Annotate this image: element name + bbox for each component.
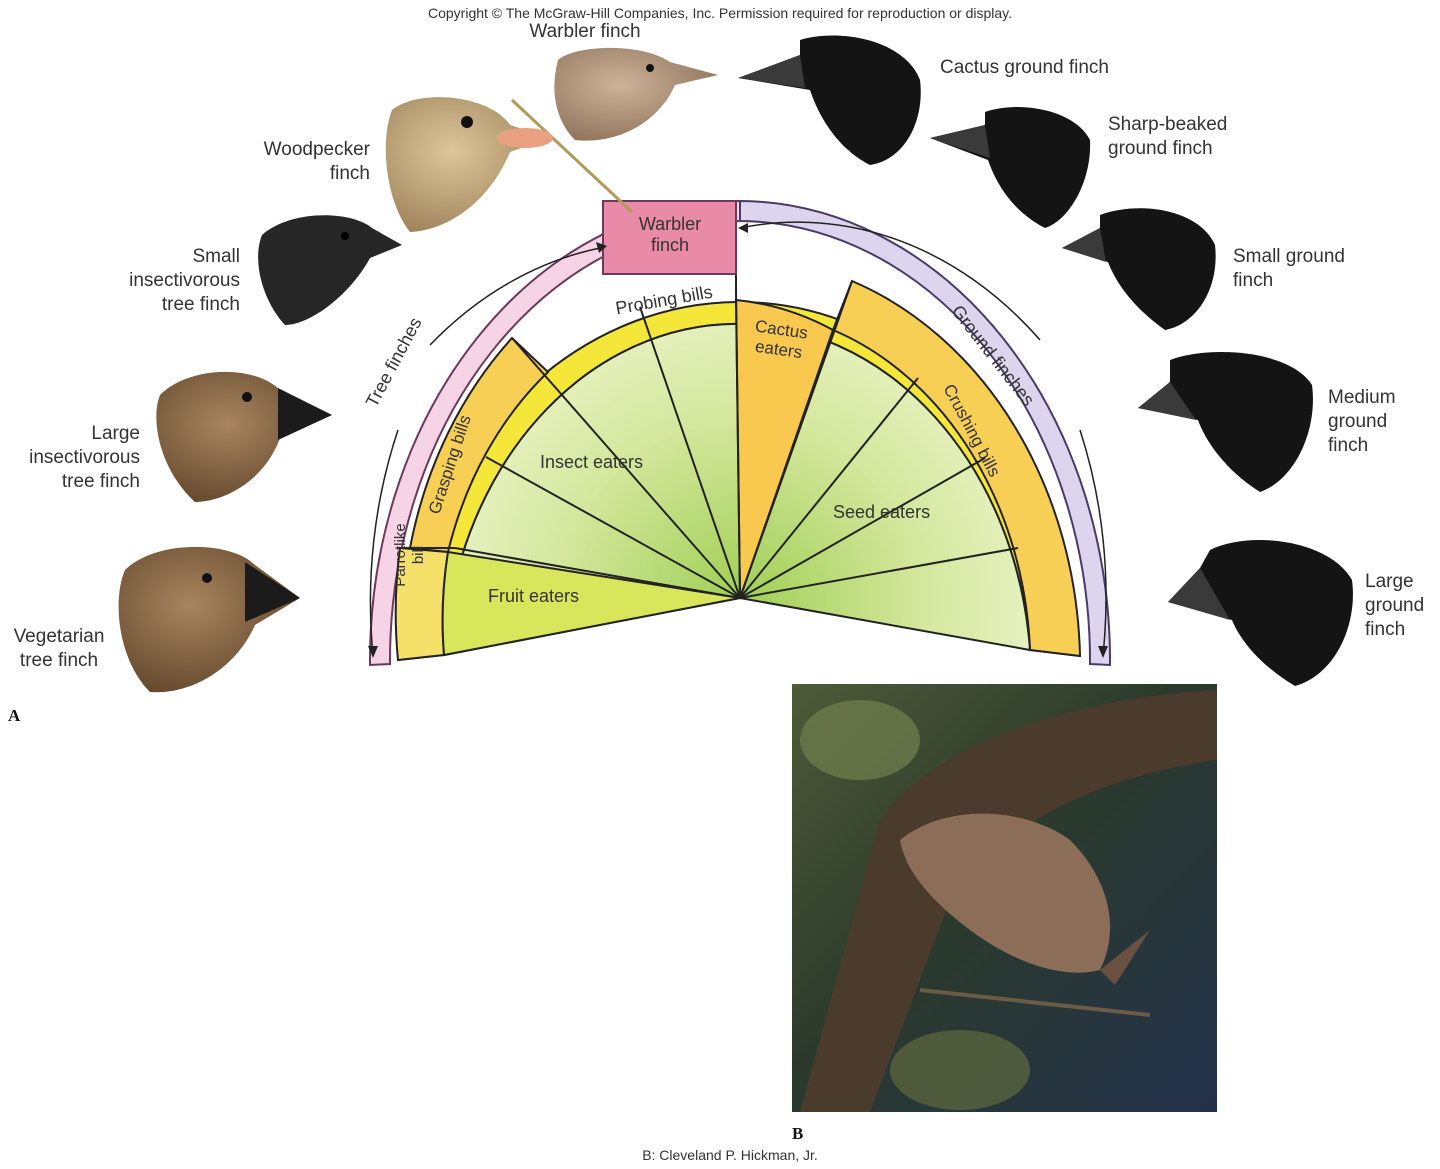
panel-label-b: B — [792, 1124, 804, 1143]
warbler-finch-label: Warbler finch — [529, 21, 641, 42]
bird-head-icon — [156, 371, 332, 502]
fruit-eaters-wedge — [441, 550, 741, 657]
woodpecker-finch-label: Woodpecker finch — [263, 139, 370, 184]
warbler-box-label: Warbler finch — [638, 214, 702, 255]
bird-head-icon — [738, 35, 1353, 686]
insect-eaters-label: Insect eaters — [540, 452, 644, 472]
small-insectivorous-tree-finch-label: Small insectivorous tree finch — [129, 246, 240, 315]
large-ground-finch-label: Large ground finch — [1365, 571, 1425, 640]
cactus-eaters-wedge — [734, 298, 835, 599]
warbler-box — [602, 200, 737, 275]
large-insectivorous-tree-finch-label: Large insectivorous tree finch — [29, 423, 140, 492]
bird-head-icon — [554, 47, 718, 141]
fruit-eaters-label: Fruit eaters — [488, 586, 580, 606]
bird-beak-highlights — [738, 55, 1230, 620]
ring-arrows — [369, 221, 1107, 656]
sharp-beaked-ground-finch-label: Sharp-beaked ground finch — [1108, 114, 1228, 159]
vegetarian-tree-finch-label: Vegetarian tree finch — [13, 626, 105, 671]
grasping-bills-band — [408, 336, 550, 554]
crushing-bills-band — [831, 279, 1082, 658]
panel-label-a: A — [8, 706, 21, 725]
parrotlike-bill-label: Parrotlike bill — [392, 523, 427, 587]
cactus-ground-finch-label: Cactus ground finch — [940, 57, 1109, 78]
outer-ring-right — [739, 199, 1112, 667]
bird-head-icon — [258, 215, 402, 325]
seed-eaters-label: Seed eaters — [833, 502, 931, 522]
bird-head-icon — [385, 97, 553, 233]
photo-credit: B: Cleveland P. Hickman, Jr. — [642, 1147, 818, 1163]
medium-ground-finch-label: Medium ground finch — [1328, 387, 1396, 456]
arrow-heads — [368, 223, 1108, 658]
bird-head-icon — [118, 546, 301, 693]
pointer-line — [510, 98, 634, 214]
finch-photo — [792, 684, 1217, 1112]
small-ground-finch-label: Small ground finch — [1233, 246, 1345, 291]
copyright-text: Copyright © The McGraw-Hill Companies, I… — [427, 5, 1013, 21]
